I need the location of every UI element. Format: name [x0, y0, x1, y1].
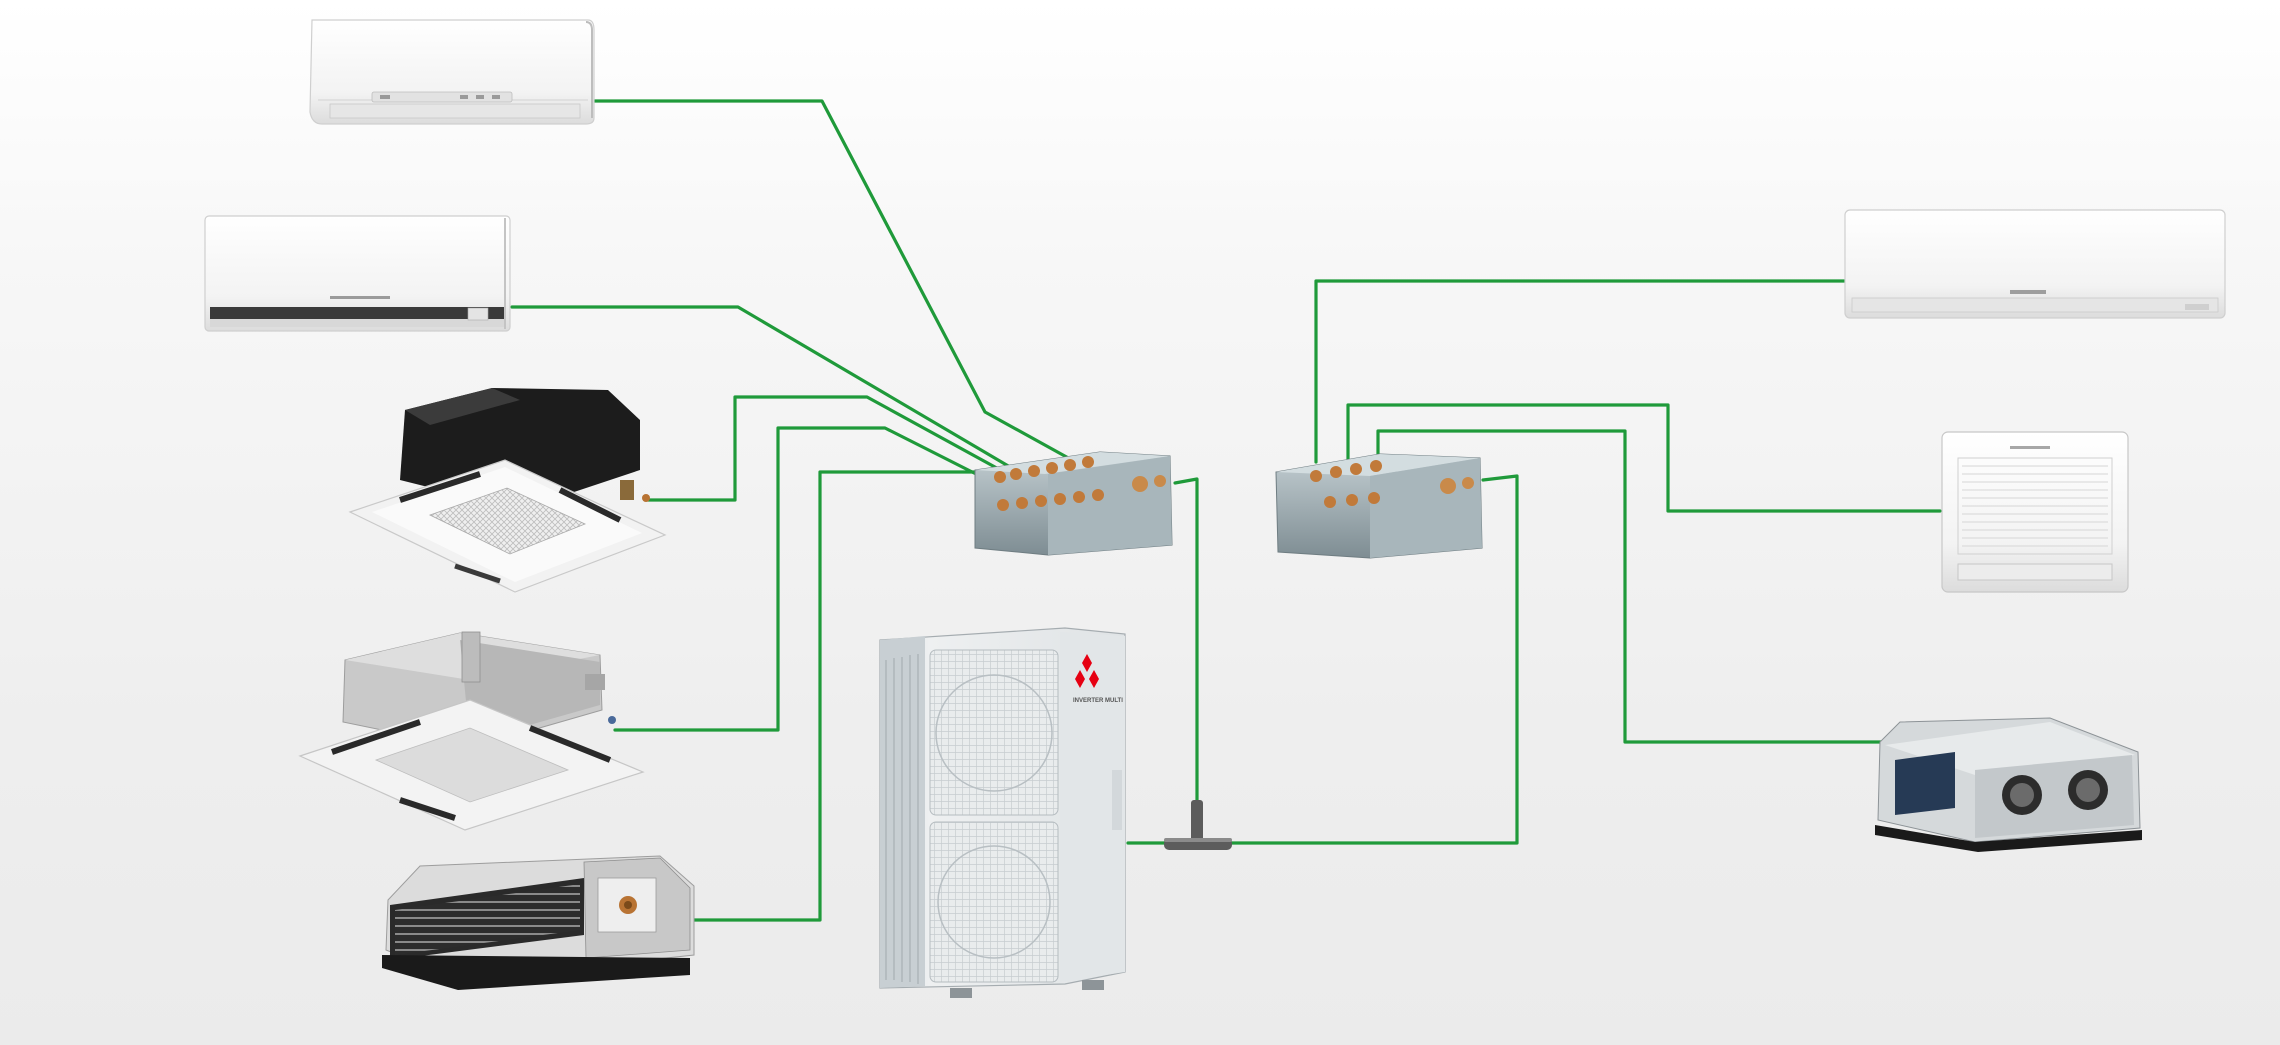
outdoor-unit: INVERTER MULTI: [879, 627, 1126, 998]
refrigerant-pipes: [510, 99, 1942, 922]
outdoor-unit-side-fins: [885, 654, 919, 984]
branch-box-right: [1275, 453, 1483, 559]
pipe-tee-to-right-box: [1220, 474, 1519, 845]
pipe-left-box-to-outdoor: [1173, 477, 1199, 802]
cassette-unit-1: [348, 388, 667, 593]
ducted-unit-2: [1875, 717, 2142, 852]
mitsubishi-three-diamond-logo: [1075, 654, 1099, 688]
branch-box-left: [974, 451, 1173, 556]
floor-console-grille: [1962, 465, 2108, 547]
outdoor-fan-grille-bottom: [929, 821, 1059, 983]
outdoor-unit-label: INVERTER MULTI: [1073, 698, 1123, 704]
pipe-tee-joint: [1164, 800, 1232, 850]
pipe-ducted-1: [692, 470, 984, 922]
floor-console-unit: [1941, 431, 2129, 593]
pipe-ducted-2: [1376, 429, 1892, 744]
pipe-wall-unit-3: [1314, 279, 1847, 464]
pipe-floor-console: [1346, 403, 1942, 513]
branch-box-left-ports: [994, 456, 1166, 511]
outdoor-fan-grille-top: [929, 649, 1059, 816]
wall-mounted-unit-1: [309, 19, 595, 125]
cassette-unit-2: [298, 631, 645, 831]
branch-box-right-ports: [1310, 460, 1474, 508]
pipe-cassette-1: [646, 395, 1034, 502]
wall-mounted-unit-2: [204, 215, 511, 332]
wall-mounted-unit-3: [1844, 209, 2226, 319]
pipe-wall-unit-1: [593, 99, 1074, 462]
ducted-unit-1: [382, 855, 695, 990]
